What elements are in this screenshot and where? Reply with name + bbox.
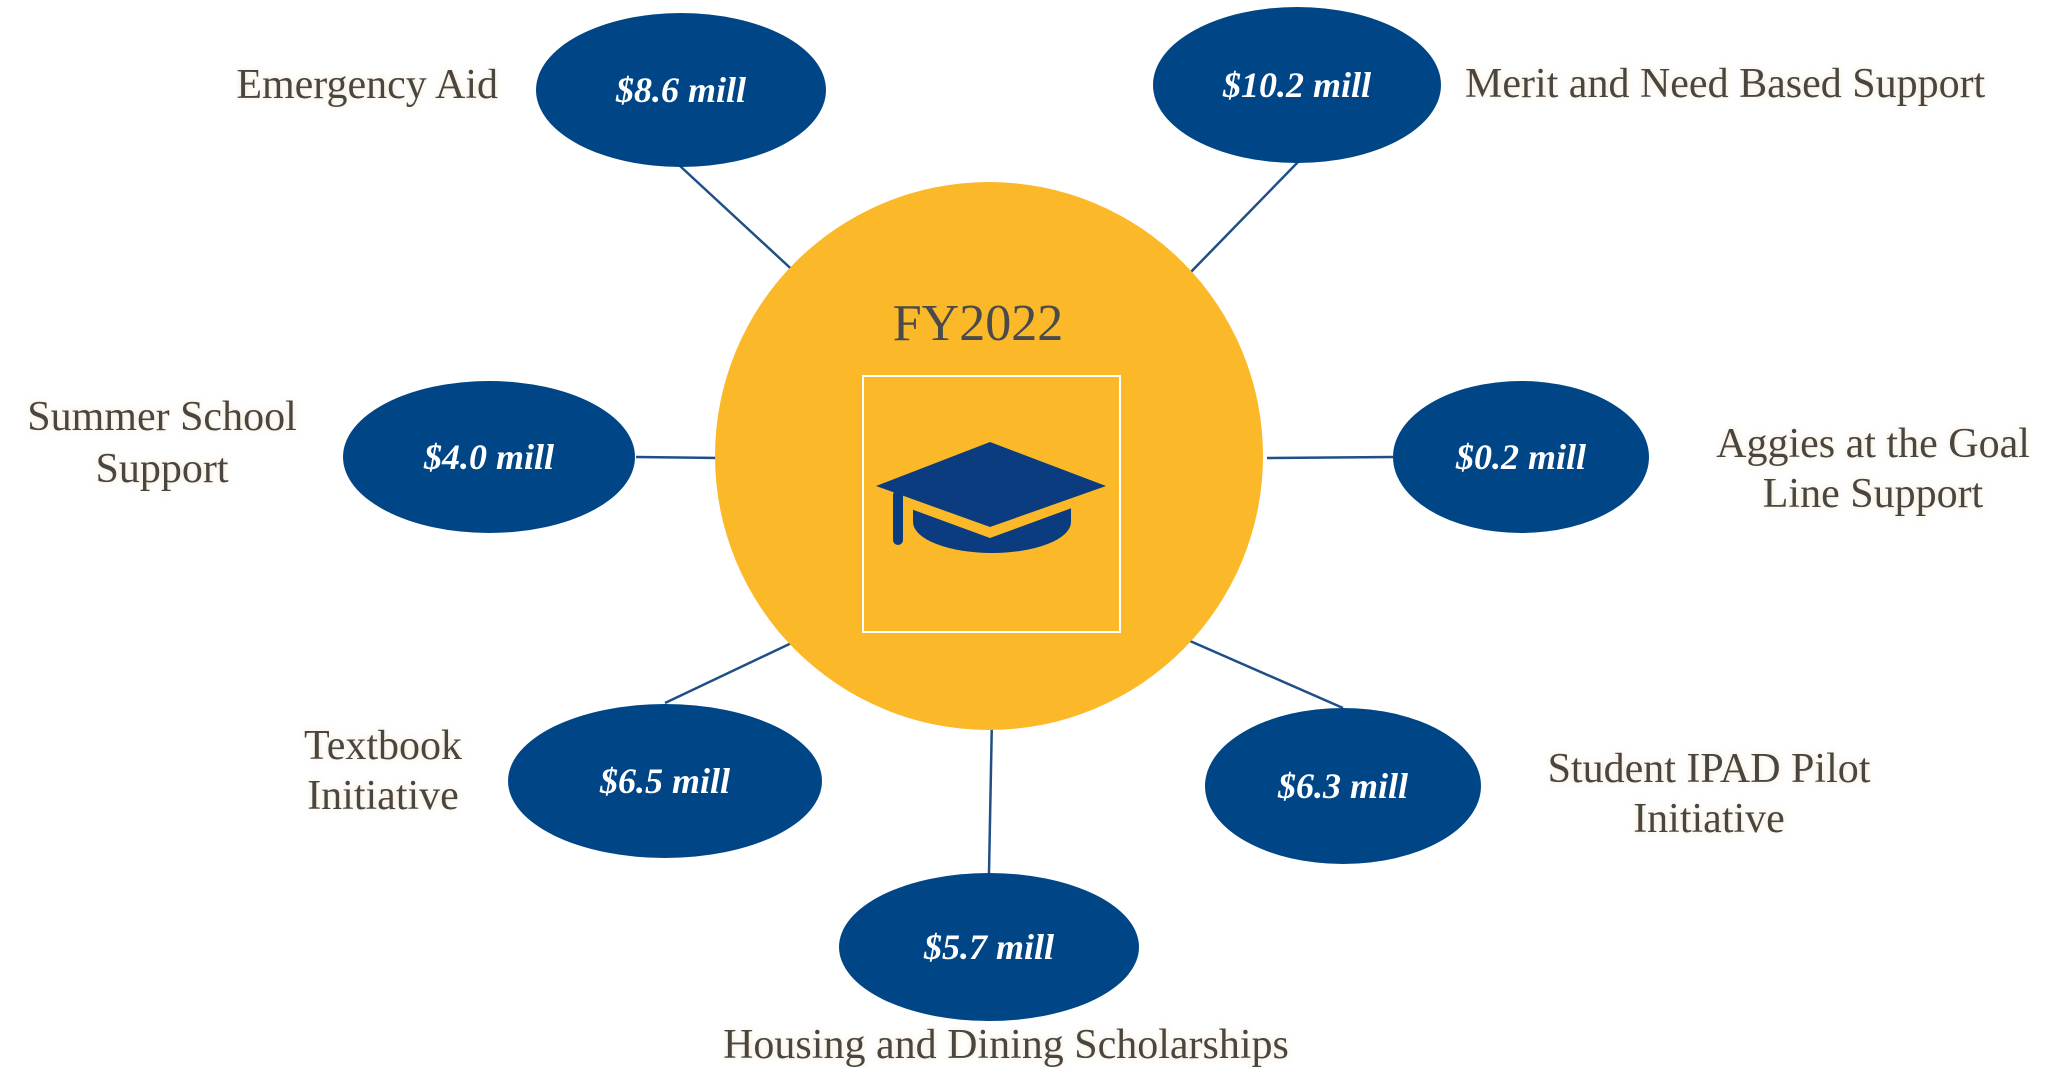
node-ellipse-merit-need (1153, 7, 1441, 163)
label-line-aggies-goal-line-1: Aggies at the Goal (1716, 421, 2030, 467)
label-housing-dining: Housing and Dining Scholarships (723, 1022, 1289, 1068)
graduation-cap-icon (870, 442, 1110, 553)
label-line-summer-school-1: Summer School (27, 394, 297, 440)
connector-line-aggies-goal-line (1266, 455, 1394, 460)
connector-lines (635, 161, 1394, 874)
node-ellipse-emergency-aid (536, 13, 826, 167)
label-merit-need: Merit and Need Based Support (1465, 61, 1986, 107)
center-hub: FY2022 (715, 182, 1263, 730)
amount-aggies-goal-line: $0.2 mill (1455, 437, 1586, 477)
connector-line-housing-dining (987, 715, 994, 874)
connector-line-emergency-aid (679, 165, 801, 278)
funding-nodes: $8.6 mill Emergency Aid $10.2 mill Merit an… (27, 7, 2030, 1068)
label-emergency-aid: Emergency Aid (236, 62, 498, 108)
amount-merit-need: $10.2 mill (1222, 65, 1371, 105)
connector-line-summer-school (635, 455, 722, 460)
label-line-merit-need-1: Merit and Need Based Support (1465, 61, 1986, 107)
connector-line-merit-need (1186, 161, 1299, 277)
connector-line-student-ipad (1189, 639, 1344, 710)
label-line-student-ipad-1: Student IPAD Pilot (1548, 746, 1871, 792)
label-line-student-ipad-2: Initiative (1633, 796, 1785, 842)
amount-emergency-aid: $8.6 mill (615, 70, 746, 110)
amount-summer-school: $4.0 mill (423, 437, 554, 477)
amount-housing-dining: $5.7 mill (923, 927, 1054, 967)
node-ellipse-textbook (508, 704, 822, 858)
center-title: FY2022 (893, 295, 1063, 352)
node-emergency-aid: $8.6 mill Emergency Aid (236, 13, 826, 167)
node-ellipse-housing-dining (839, 873, 1139, 1021)
label-line-textbook-1: Textbook (304, 723, 462, 769)
label-line-housing-dining-1: Housing and Dining Scholarships (723, 1022, 1289, 1068)
node-ellipse-summer-school (343, 381, 635, 533)
icon-frame (862, 375, 1121, 633)
label-line-textbook-2: Initiative (307, 773, 459, 819)
label-line-summer-school-2: Support (95, 446, 228, 492)
node-ellipse-student-ipad (1205, 708, 1481, 864)
label-line-emergency-aid-1: Emergency Aid (236, 62, 498, 108)
amount-textbook: $6.5 mill (599, 761, 730, 801)
amount-student-ipad: $6.3 mill (1277, 766, 1408, 806)
label-line-aggies-goal-line-2: Line Support (1763, 471, 1984, 517)
node-ellipse-aggies-goal-line (1393, 381, 1649, 533)
node-merit-need: $10.2 mill Merit and Need Based Support (1153, 7, 1986, 163)
connector-line-textbook (664, 637, 801, 705)
